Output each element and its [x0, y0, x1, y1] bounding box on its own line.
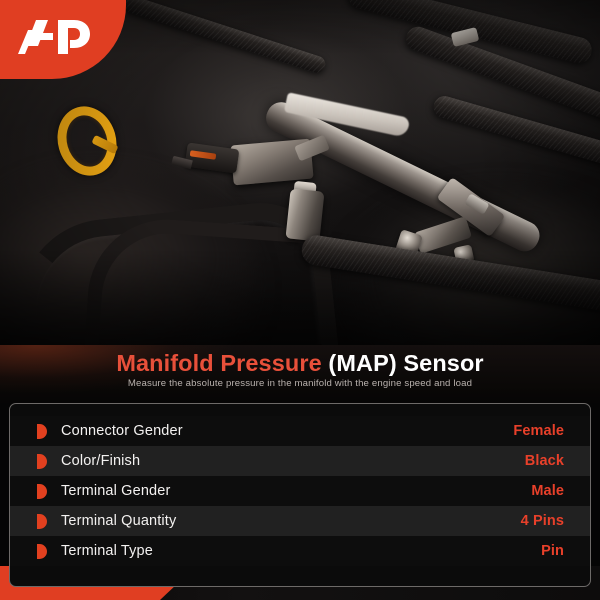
table-row: Color/Finish Black — [10, 446, 590, 476]
bullet-icon — [37, 513, 47, 529]
table-row: Terminal Gender Male — [10, 476, 590, 506]
table-row: Terminal Quantity 4 Pins — [10, 506, 590, 536]
spec-value: Black — [524, 453, 564, 469]
bullet-icon — [37, 453, 47, 469]
page-subtitle: Measure the absolute pressure in the man… — [127, 378, 473, 389]
title-rest-text: (MAP) Sensor — [328, 350, 484, 376]
page-title: Manifold Pressure (MAP) Sensor — [0, 350, 600, 377]
spec-value: Male — [531, 483, 564, 499]
spec-value: Female — [513, 423, 564, 439]
title-band: Manifold Pressure (MAP) Sensor Measure t… — [0, 345, 600, 403]
bullet-icon — [37, 543, 47, 559]
specification-list: Connector Gender Female Color/Finish Bla… — [10, 416, 590, 574]
engine-bay-photo — [0, 0, 600, 345]
spec-label: Terminal Gender — [61, 483, 171, 499]
spec-value: 4 Pins — [520, 513, 564, 529]
bullet-icon — [37, 483, 47, 499]
a-premium-logo-icon — [18, 20, 90, 54]
spec-label: Color/Finish — [61, 453, 141, 469]
spec-value: Pin — [541, 543, 564, 559]
table-row: Connector Gender Female — [10, 416, 590, 446]
table-row: Terminal Type Pin — [10, 536, 590, 566]
bullet-icon — [37, 423, 47, 439]
spec-label: Terminal Type — [61, 543, 153, 559]
spec-label: Connector Gender — [61, 423, 183, 439]
title-highlight: Manifold Pressure — [116, 350, 322, 376]
spec-label: Terminal Quantity — [61, 513, 177, 529]
specification-panel: Connector Gender Female Color/Finish Bla… — [9, 403, 591, 587]
